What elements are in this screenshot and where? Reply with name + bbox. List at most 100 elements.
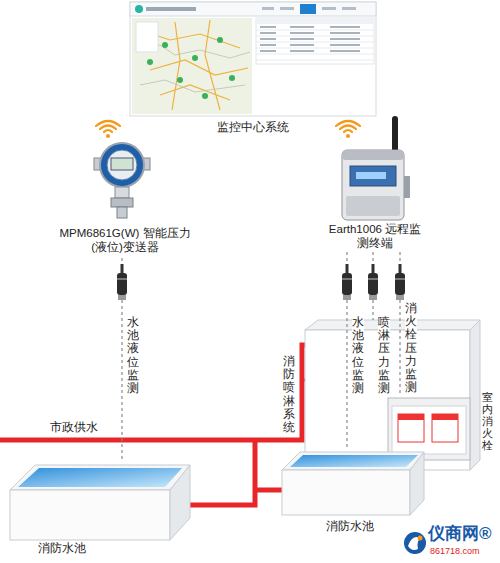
monitor-label: 水池液位监测	[352, 316, 364, 395]
monitor-screenshot	[290, 38, 314, 40]
remote-terminal	[392, 116, 398, 152]
monitor-screenshot	[136, 22, 158, 52]
node-label: 消防水池	[38, 541, 128, 556]
monitor-screenshot	[256, 54, 374, 55]
monitor-screenshot	[256, 18, 374, 64]
sensor-probe	[346, 264, 349, 273]
remote-terminal	[346, 196, 400, 216]
sensor-probe	[343, 295, 351, 300]
monitor-screenshot	[290, 32, 314, 34]
fire-pool-right	[282, 452, 424, 515]
sensor-probe	[117, 264, 127, 300]
monitor-screenshot	[256, 42, 374, 43]
fire-pool-right	[282, 470, 410, 515]
sensor-probe	[342, 273, 352, 295]
sensor-probe	[395, 278, 405, 280]
remote-terminal	[356, 172, 386, 179]
monitor-screenshot	[202, 93, 208, 99]
monitor-screenshot	[132, 18, 252, 114]
pressure-transmitter	[107, 150, 137, 180]
monitor-screenshot	[280, 7, 294, 10]
monitor-label: 水池液位监测	[127, 316, 139, 395]
pressure-transmitter	[94, 143, 150, 218]
monitor-screenshot	[330, 44, 360, 46]
monitor-screenshot	[260, 38, 276, 40]
monitor-screenshot	[330, 26, 360, 28]
wifi-symbol	[104, 130, 112, 132]
remote-terminal	[342, 150, 404, 160]
remote-terminal	[342, 150, 404, 220]
wifi-symbol	[96, 121, 120, 126]
fire-pool-right	[282, 452, 424, 470]
remote-terminal: Earth1006 远程监测终端	[305, 130, 445, 252]
fire-pool-left	[10, 465, 190, 490]
wifi-symbol	[106, 134, 110, 138]
monitor-screenshot	[256, 60, 374, 61]
sensor-probe	[368, 264, 378, 300]
node-label: 消防水池	[326, 519, 416, 534]
watermark-logo	[404, 532, 426, 554]
monitor-screenshot	[330, 38, 360, 40]
pressure-transmitter	[115, 187, 129, 198]
wifi-symbol	[336, 121, 360, 138]
hydrant-cabinet: 室内消火栓	[386, 396, 472, 464]
monitor-screenshot	[290, 44, 314, 46]
sensor-probe	[368, 278, 378, 280]
monitor-screenshot	[260, 32, 276, 34]
wifi-symbol	[346, 134, 350, 138]
pressure-transmitter: MPM6861G(W) 智能压力(液位)变送器	[55, 138, 195, 258]
sprinkler-building: 消防喷淋系统室内消火栓	[300, 320, 480, 470]
remote-terminal	[404, 176, 410, 198]
monitor-screenshot	[290, 26, 314, 28]
pressure-transmitter	[100, 143, 144, 187]
sensor-probe	[396, 295, 404, 300]
fire-pool: 消防水池	[282, 450, 424, 535]
wifi-symbol	[96, 121, 120, 138]
monitor-screenshot	[260, 50, 276, 52]
monitor-screenshot	[147, 37, 235, 99]
sensor-probe	[342, 278, 352, 280]
sensor-probe	[372, 264, 375, 273]
building	[305, 320, 480, 470]
pressure-transmitter	[117, 207, 127, 218]
sensor-probe	[342, 264, 352, 300]
sensor-probe	[118, 295, 126, 300]
building	[470, 320, 480, 470]
hydrant-cabinet	[392, 406, 466, 454]
remote-terminal	[350, 166, 396, 186]
monitor-screenshot	[130, 2, 376, 116]
monitor-screenshot	[146, 7, 196, 11]
pipe-label: 市政供水	[50, 421, 98, 435]
fire-pool-left	[170, 465, 190, 540]
fire-pool-left	[10, 490, 170, 540]
monitor-screenshot	[192, 55, 198, 61]
fire-pool: 消防水池	[8, 462, 193, 560]
monitor-screenshot	[262, 7, 274, 10]
wifi-symbol	[336, 121, 360, 126]
fire-pool-right	[410, 452, 424, 515]
remote-terminal	[342, 116, 410, 220]
monitor-screenshot	[300, 4, 316, 14]
hydrant-cabinet	[398, 414, 424, 420]
monitor-screenshot	[260, 44, 276, 46]
hydrant-cabinet	[388, 398, 470, 460]
pressure-transmitter	[111, 158, 133, 170]
fire-pool-left	[10, 465, 190, 540]
monitor-screenshot	[256, 36, 374, 37]
building	[305, 320, 480, 330]
monitor-screenshot	[147, 59, 153, 65]
sensor-probe	[395, 273, 405, 295]
monitor-screenshot	[342, 7, 356, 10]
monitor-screenshot	[260, 26, 360, 52]
water-pipe	[180, 440, 255, 505]
monitor-screenshot	[229, 75, 235, 81]
monitor-screenshot	[330, 50, 360, 52]
monitor-screenshot	[130, 2, 376, 16]
monitor-screenshot	[162, 42, 168, 48]
wifi-symbol	[340, 126, 356, 130]
node-label: Earth1006 远程监测终端	[327, 222, 423, 251]
